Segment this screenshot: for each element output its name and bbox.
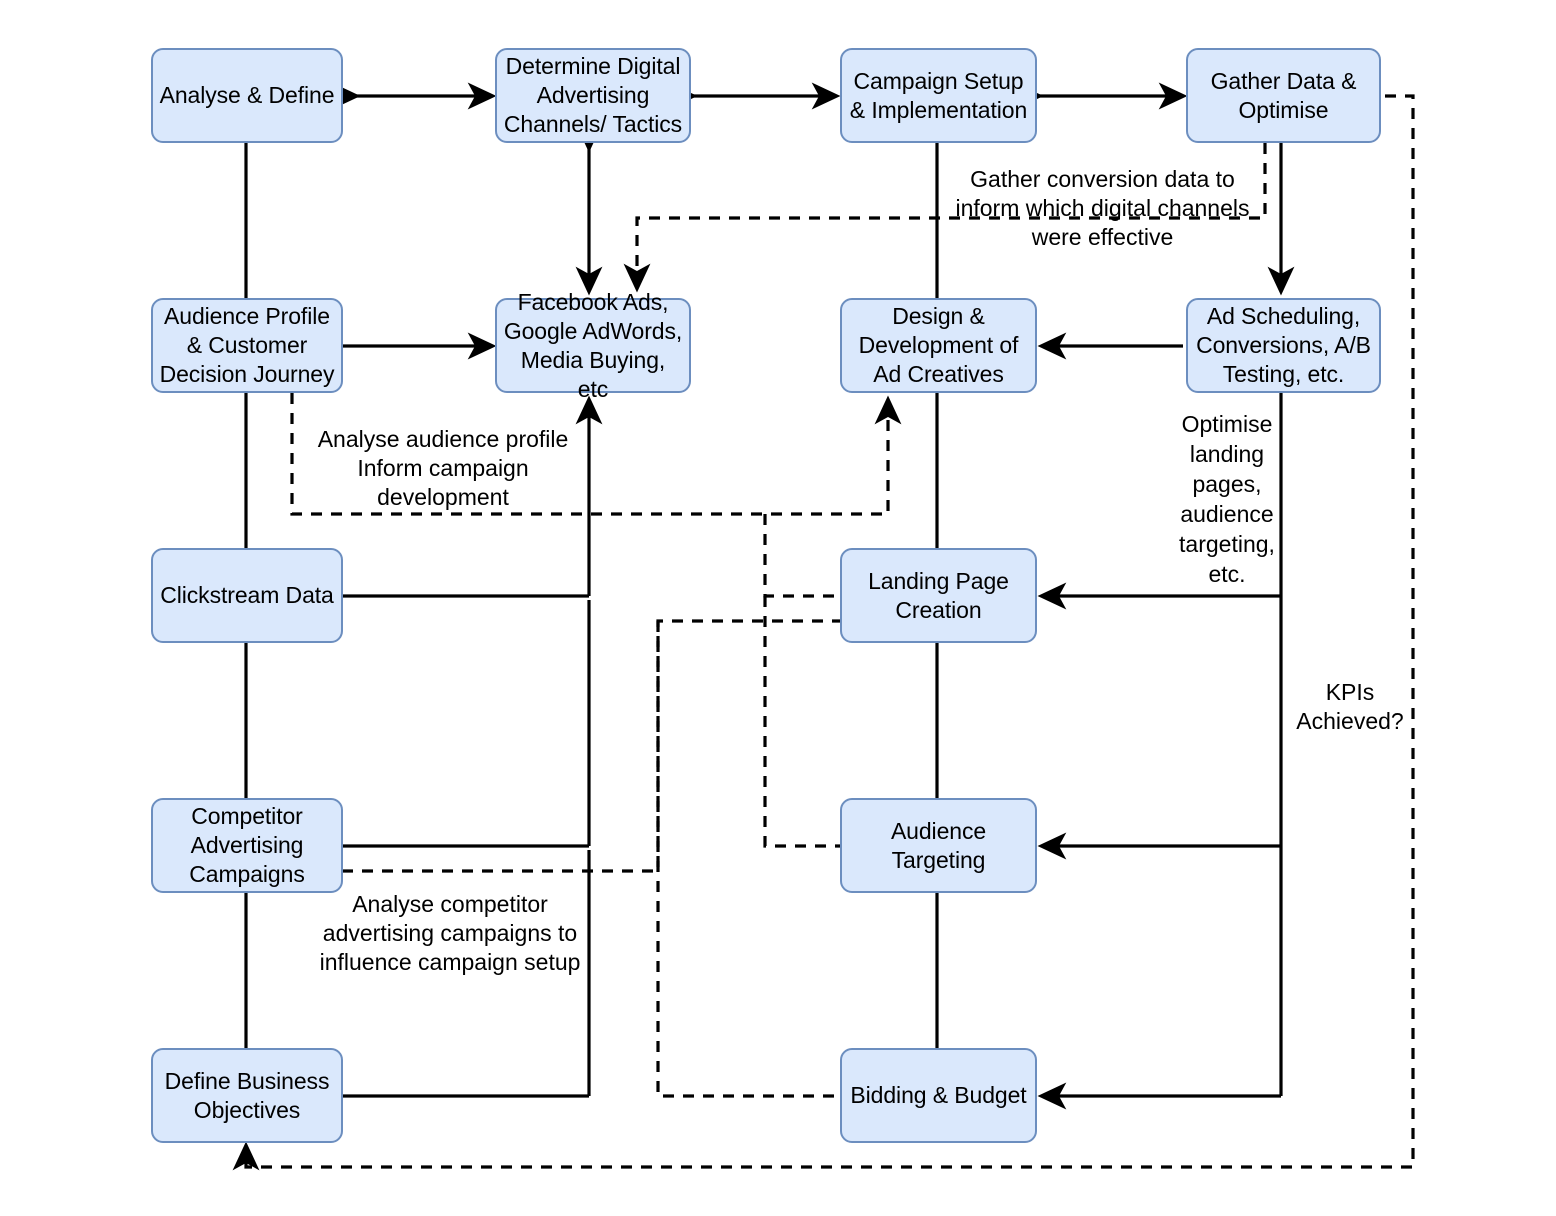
edge-audienceprofile-dashed xyxy=(290,393,902,516)
node-landing-page[interactable]: Landing Page Creation xyxy=(840,548,1037,643)
node-define-objectives[interactable]: Define Business Objectives xyxy=(151,1048,343,1143)
node-determine-channels-label: Determine Digital Advertising Channels/ … xyxy=(503,53,683,137)
node-ad-platforms-label: Facebook Ads, Google AdWords, Media Buyi… xyxy=(503,288,683,402)
node-ad-scheduling-label: Ad Scheduling, Conversions, A/B Testing,… xyxy=(1196,303,1371,387)
node-ad-creatives-label: Design & Development of Ad Creatives xyxy=(858,303,1019,387)
node-define-objectives-label: Define Business Objectives xyxy=(164,1067,330,1123)
annotation-kpi: KPIs Achieved? xyxy=(1296,679,1404,734)
annotation-competitor: Analyse competitor advertising campaigns… xyxy=(319,891,581,975)
node-analyse-define[interactable]: Analyse & Define xyxy=(151,48,343,143)
annotation-conversion-data: Gather conversion data to inform which d… xyxy=(955,166,1250,250)
node-analyse-define-label: Analyse & Define xyxy=(159,82,335,108)
node-clickstream-data[interactable]: Clickstream Data xyxy=(151,548,343,643)
node-competitor-campaigns[interactable]: Competitor Advertising Campaigns xyxy=(151,798,343,893)
node-campaign-setup[interactable]: Campaign Setup & Implementation xyxy=(840,48,1037,143)
node-determine-channels[interactable]: Determine Digital Advertising Channels/ … xyxy=(495,48,691,143)
node-audience-targeting-label: Audience Targeting xyxy=(890,817,987,873)
annotation-audience-profile: Analyse audience profile Inform campaign… xyxy=(317,426,569,510)
edge-kpi-loop xyxy=(232,94,1415,1171)
node-landing-page-label: Landing Page Creation xyxy=(868,567,1009,623)
annotation-optimise: Optimise landing pages, audience targeti… xyxy=(1179,411,1275,587)
node-audience-profile[interactable]: Audience Profile & Customer Decision Jou… xyxy=(151,298,343,393)
edge-gatherdata-conversion-dashed xyxy=(623,143,1267,293)
node-audience-targeting[interactable]: Audience Targeting xyxy=(840,798,1037,893)
node-audience-profile-label: Audience Profile & Customer Decision Jou… xyxy=(159,303,335,387)
node-ad-scheduling[interactable]: Ad Scheduling, Conversions, A/B Testing,… xyxy=(1186,298,1381,393)
node-clickstream-data-label: Clickstream Data xyxy=(160,582,334,608)
node-competitor-campaigns-label: Competitor Advertising Campaigns xyxy=(189,803,305,887)
node-bidding-budget[interactable]: Bidding & Budget xyxy=(840,1048,1037,1143)
node-ad-platforms[interactable]: Facebook Ads, Google AdWords, Media Buyi… xyxy=(495,289,691,402)
node-ad-creatives[interactable]: Design & Development of Ad Creatives xyxy=(840,298,1037,393)
node-gather-data-label: Gather Data & Optimise xyxy=(1210,67,1357,123)
node-bidding-budget-label: Bidding & Budget xyxy=(850,1082,1027,1108)
node-campaign-setup-label: Campaign Setup & Implementation xyxy=(849,67,1028,123)
node-gather-data[interactable]: Gather Data & Optimise xyxy=(1186,48,1381,143)
